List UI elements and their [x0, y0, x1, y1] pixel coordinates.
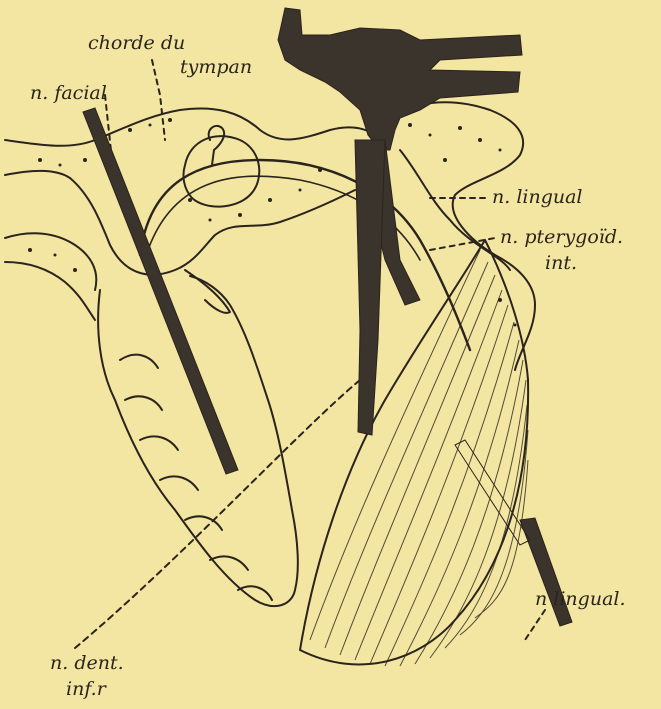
label-n-pterygoid: n. pterygoïd.: [500, 228, 623, 247]
label-int: int.: [545, 254, 577, 273]
gland-lobule: [125, 396, 162, 410]
leader-chorde: [152, 60, 165, 140]
gland-lobule: [238, 586, 272, 600]
leader-lingual-bottom: [525, 610, 545, 640]
petrous-bone-inner: [400, 150, 510, 270]
temporal-bone-inner: [5, 171, 355, 275]
label-n-lingual-top: n. lingual: [492, 188, 583, 207]
facial-nerve: [83, 108, 238, 474]
ear-canal-upper: [5, 233, 96, 290]
gland-lobule: [160, 476, 198, 490]
label-chorde-du: chorde du: [88, 34, 185, 53]
label-inf: inf.r: [66, 680, 106, 699]
label-n-dent: n. dent.: [50, 654, 124, 673]
parotid-gland: [98, 276, 298, 606]
label-n-lingual-bottom: n lingual.: [535, 590, 626, 609]
label-n-facial: n. facial: [30, 84, 107, 103]
lingual-nerve-bridge: [455, 440, 530, 545]
inferior-dental-nerve: [355, 140, 385, 435]
chorda-tympani: [140, 160, 470, 350]
sphenoid-dark-mass: [278, 8, 522, 150]
temporal-bone-outline: [5, 108, 375, 145]
gland-lobule: [140, 436, 178, 450]
label-tympan: tympan: [180, 58, 252, 77]
ossicle: [209, 126, 224, 165]
gland-lobule: [120, 355, 158, 368]
ear-canal-lower: [5, 262, 95, 320]
